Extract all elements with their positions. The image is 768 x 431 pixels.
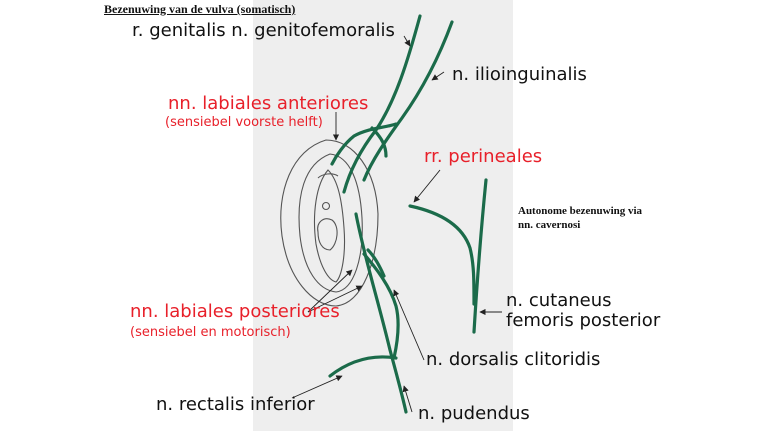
nerve-genitalis — [342, 14, 422, 194]
label-labiales-posteriores: nn. labiales posteriores — [130, 301, 340, 322]
nerve-labiales-posteriores — [366, 248, 386, 278]
label-ilioinguinalis: n. ilioinguinalis — [452, 64, 587, 85]
label-labiales-anteriores: nn. labiales anteriores — [168, 93, 369, 114]
nerve-pudendus — [354, 212, 408, 414]
label-pudendus: n. pudendus — [418, 403, 530, 424]
label-cutaneus-2: femoris posterior — [506, 310, 661, 331]
pointer-lines — [291, 35, 502, 413]
label-labiales-anteriores-sub: (sensiebel voorste helft) — [165, 115, 323, 130]
nerve-dorsalis-clitoridis — [362, 252, 400, 360]
label-perineales: rr. perineales — [424, 146, 543, 167]
label-rectalis: n. rectalis inferior — [156, 394, 315, 415]
nerve-labiales-anteriores-2 — [370, 126, 388, 158]
nerve-branches — [328, 14, 488, 414]
nerve-rectalis-inferior — [328, 355, 398, 378]
vulva-outline — [280, 139, 379, 307]
nerve-ilioinguinalis — [362, 20, 454, 182]
background-panel — [253, 0, 513, 431]
nerve-cutaneus-femoris-posterior — [472, 178, 488, 334]
nerve-perineales — [408, 204, 476, 306]
label-autonome-2: nn. cavernosi — [518, 219, 581, 231]
diagram-title: Bezenuwing van de vulva (somatisch) — [104, 2, 296, 16]
label-genitalis: r. genitalis n. genitofemoralis — [132, 20, 395, 41]
label-cutaneus-1: n. cutaneus — [506, 290, 612, 311]
label-labiales-posteriores-sub: (sensiebel en motorisch) — [130, 325, 291, 340]
nerve-labiales-anteriores-1 — [330, 122, 398, 166]
label-autonome-1: Autonome bezenuwing via — [518, 205, 643, 217]
label-dorsalis: n. dorsalis clitoridis — [426, 349, 601, 370]
